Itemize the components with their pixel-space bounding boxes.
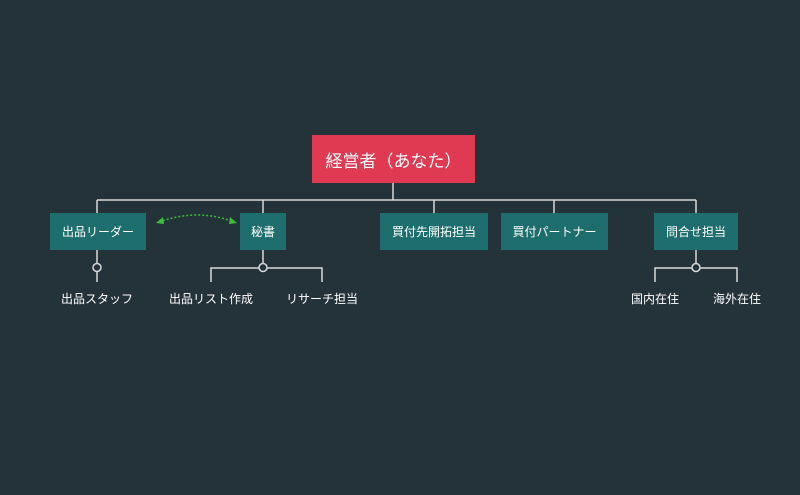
branch-node-inquiry[interactable]: 問合せ担当 xyxy=(654,213,738,250)
relation-arrowhead-right xyxy=(229,217,237,224)
branch-node-purchase-partner[interactable]: 買付パートナー xyxy=(501,213,608,250)
junction-dot-2 xyxy=(258,262,268,273)
branch-node-purchase-sourcing[interactable]: 買付先開拓担当 xyxy=(380,213,488,250)
leaf-overseas[interactable]: 海外在住 xyxy=(712,292,762,306)
junction-dot-5 xyxy=(691,262,701,273)
junction-dot-1 xyxy=(92,262,102,273)
leaf-listing-creation[interactable]: 出品リスト作成 xyxy=(168,292,254,306)
branch-node-listing-leader[interactable]: 出品リーダー xyxy=(50,213,146,250)
leaf-listing-staff[interactable]: 出品スタッフ xyxy=(60,292,134,306)
leaf-domestic[interactable]: 国内在住 xyxy=(630,292,680,306)
root-node[interactable]: 経営者（あなた） xyxy=(312,135,475,183)
relation-arrowhead-left xyxy=(156,217,164,224)
branch-node-secretary[interactable]: 秘書 xyxy=(240,213,286,250)
leaf-research[interactable]: リサーチ担当 xyxy=(285,292,359,306)
relation-arrow xyxy=(158,214,235,223)
